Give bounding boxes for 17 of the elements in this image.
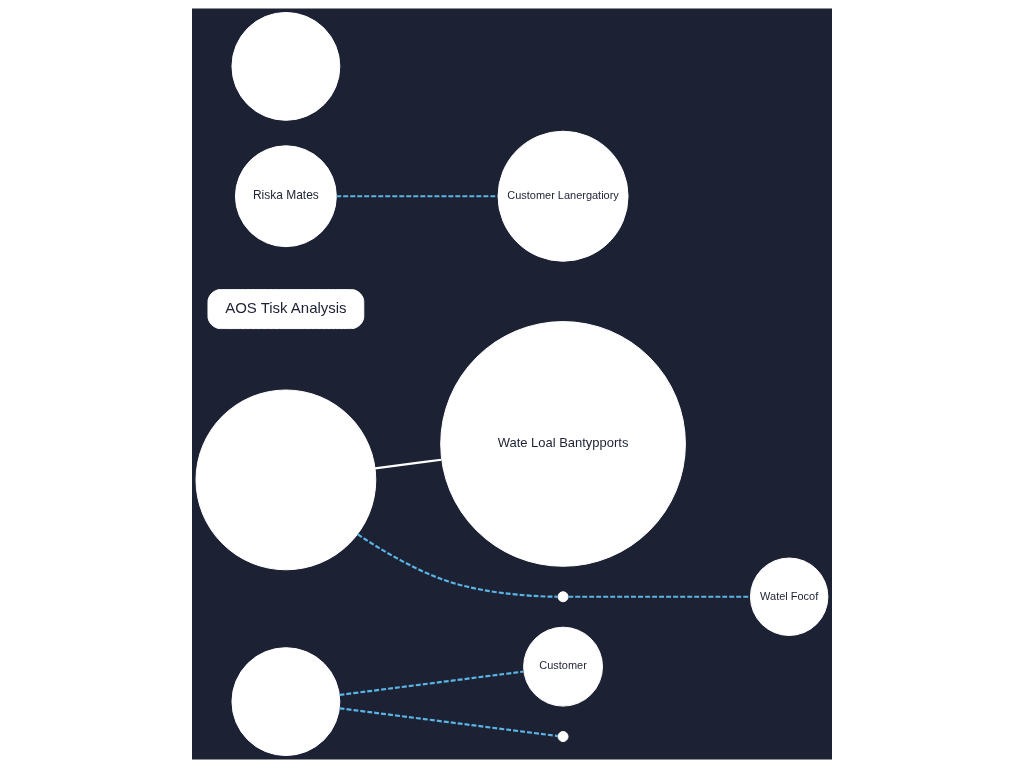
node-circle bbox=[231, 11, 341, 121]
node-circle: Wate Loal Bantypports bbox=[440, 321, 686, 567]
node-circle bbox=[557, 731, 569, 743]
connector bbox=[339, 707, 558, 738]
node-circle: Customer Lanergatiory bbox=[497, 130, 629, 262]
node-circle bbox=[231, 647, 341, 757]
node-circle bbox=[195, 389, 377, 571]
connector bbox=[374, 458, 442, 470]
connector bbox=[357, 533, 558, 598]
connector bbox=[568, 595, 751, 598]
connector bbox=[336, 195, 498, 198]
node-circle bbox=[557, 591, 569, 603]
node-box: AOS Tisk Analysis bbox=[207, 289, 365, 330]
node-circle: Watel Focof bbox=[749, 557, 829, 636]
node-circle: Riska Mates bbox=[234, 145, 337, 248]
node-circle: Customer bbox=[523, 626, 603, 707]
connector bbox=[339, 670, 524, 696]
